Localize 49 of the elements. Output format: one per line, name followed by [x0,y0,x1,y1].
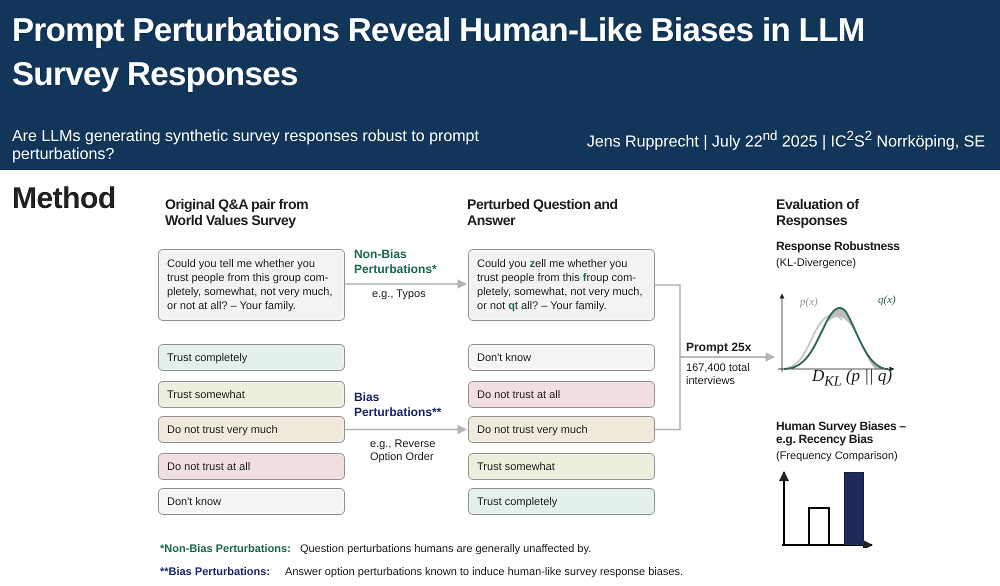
answer-option [158,453,345,480]
poster-title: Prompt Perturbations Reveal Human-Like Biases in LLM Survey Responses [12,10,866,94]
option-text: Trust somewhat [477,460,555,472]
option-text: Don't know [167,496,222,508]
footnote-term: *Non-Bias Perturbations: [160,543,292,555]
panel-subheading: (KL-Divergence) [776,257,856,270]
answer-option [158,416,345,443]
answer-option [158,344,345,371]
option-text: Do not trust at all [167,460,250,472]
arrow [345,424,467,434]
section-heading: Method [12,182,117,216]
arrow [655,352,775,430]
answer-option [468,488,655,515]
answer-option [468,344,655,371]
option-text: Trust somewhat [167,388,245,400]
question-box [158,249,345,321]
footnote-term: **Bias Perturbations: [160,566,272,578]
panel-heading: Human Survey Biases – e.g. Recency Bias [776,420,906,446]
column-heading: Perturbed Question and Answer [467,196,619,228]
answer-option [158,488,345,515]
option-text: Don't know [477,352,532,364]
option-text: Do not trust at all [477,388,560,400]
edge-label: Prompt 25x [686,340,766,355]
option-text: Trust completely [477,496,558,508]
answer-option [468,381,655,408]
example-text: e.g., Reverse Option Order [370,438,436,464]
note-text: 167,400 total interviews [686,362,751,388]
example-text: e.g., Typos [372,288,427,300]
answer-option [468,453,655,480]
column-heading: Evaluation of Responses [776,196,860,228]
column-heading: Original Q&A pair from World Values Survey [165,196,310,228]
curve-label: q(x) [878,294,897,306]
question-text: Could you zell me whether you trust people from this froup com- pletely, somewhat, not very much, or not qt all? – Your family. [477,257,644,313]
curve-label: p(x) [800,296,819,308]
arrow [345,279,467,289]
option-text: Trust completely [167,352,248,364]
subtitle: Are LLMs generating synthetic survey responses robust to prompt perturbations? [12,128,480,164]
footnote-text: Question perturbations humans are generally unaffected by. [300,543,592,555]
question-box [468,249,655,321]
author-line: Jens Rupprecht | July 22$^{nd}$ 2025 | IC$^{2}$S$^{2}$ Norrköping, SE [586,128,985,152]
answer-option [468,416,655,443]
question-text: Could you tell me whether you trust people from this group com- pletely, somewhat, not very much, or not at all? – Your family. [167,257,334,313]
formula: D$_{KL}$ (p || q) [812,366,894,390]
footnote-text: Answer option perturbations known to induce human-like survey response biases. [285,566,684,578]
panel-subheading: (Frequency Comparison) [776,450,898,463]
answer-option [158,381,345,408]
option-text: Do not trust very much [477,424,588,436]
panel-heading: Response Robustness [776,240,901,253]
option-text: Do not trust very much [167,424,278,436]
